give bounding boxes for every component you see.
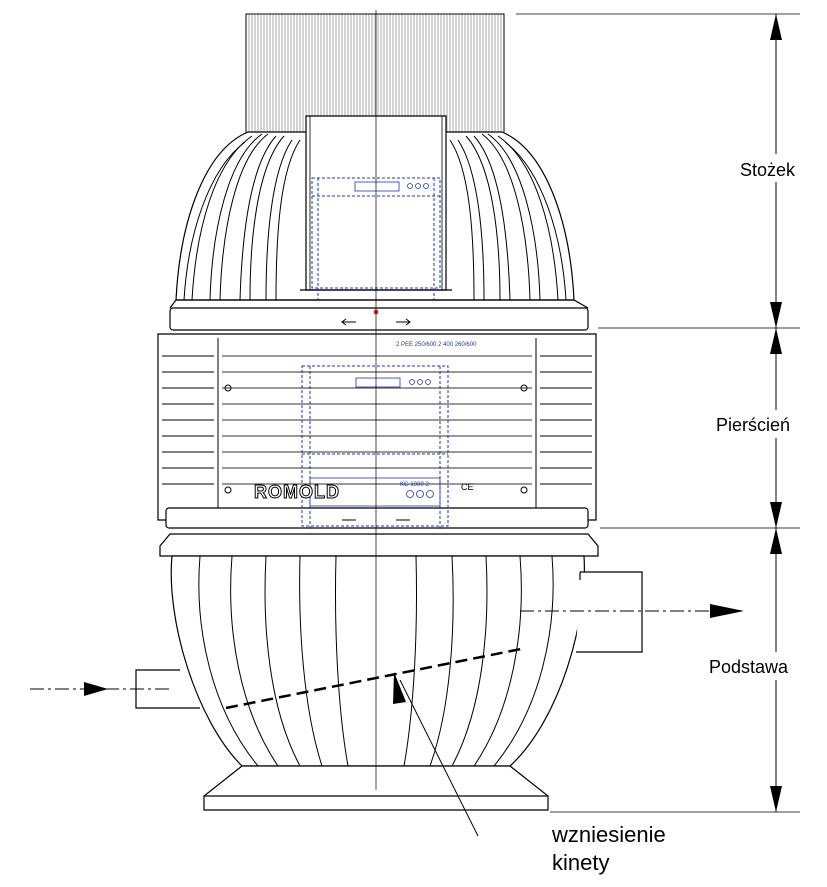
inflow-arrow xyxy=(84,682,108,696)
ring-ladder-marking xyxy=(309,377,441,507)
ring-side-holes xyxy=(224,384,528,494)
outflow-arrow xyxy=(710,604,744,618)
ce-mark: CE xyxy=(461,482,474,492)
channel-rise-leader-arrow xyxy=(393,672,406,704)
channel-rise-leader xyxy=(399,679,479,837)
dimension-arrows xyxy=(770,14,782,812)
ring-ribs xyxy=(162,355,592,485)
ring-body xyxy=(157,333,597,529)
label-channel-rise-line2: kinety xyxy=(552,850,609,875)
neck-thread-lines xyxy=(248,14,502,132)
base-top-flange xyxy=(159,533,599,557)
ring-inner-frame xyxy=(217,338,537,508)
cone-body xyxy=(175,115,575,301)
label-cone: Stożek xyxy=(740,160,796,180)
base-bowl-ribs xyxy=(198,555,554,767)
base-bowl xyxy=(170,555,585,767)
cone-neck xyxy=(245,13,505,135)
label-base: Podstawa xyxy=(709,657,789,677)
ladder-tag-text: KG 1000-2 xyxy=(400,482,430,488)
cone-flange xyxy=(169,299,589,331)
ring-marking-text: 2 PEE 250/600 2 400 260/600 xyxy=(396,342,477,348)
cone-ribs-right xyxy=(449,133,567,301)
cone-ladder-marking xyxy=(354,181,429,192)
dimension-extension-lines xyxy=(516,13,800,813)
label-ring: Pierścień xyxy=(716,415,790,435)
cone-ribs-left xyxy=(183,133,301,301)
romold-logo: ROMOLD xyxy=(254,482,340,502)
cone-flange-marks xyxy=(341,318,411,326)
label-channel-rise-line1: wzniesienie xyxy=(551,822,666,847)
outlet-pipe xyxy=(576,571,643,653)
